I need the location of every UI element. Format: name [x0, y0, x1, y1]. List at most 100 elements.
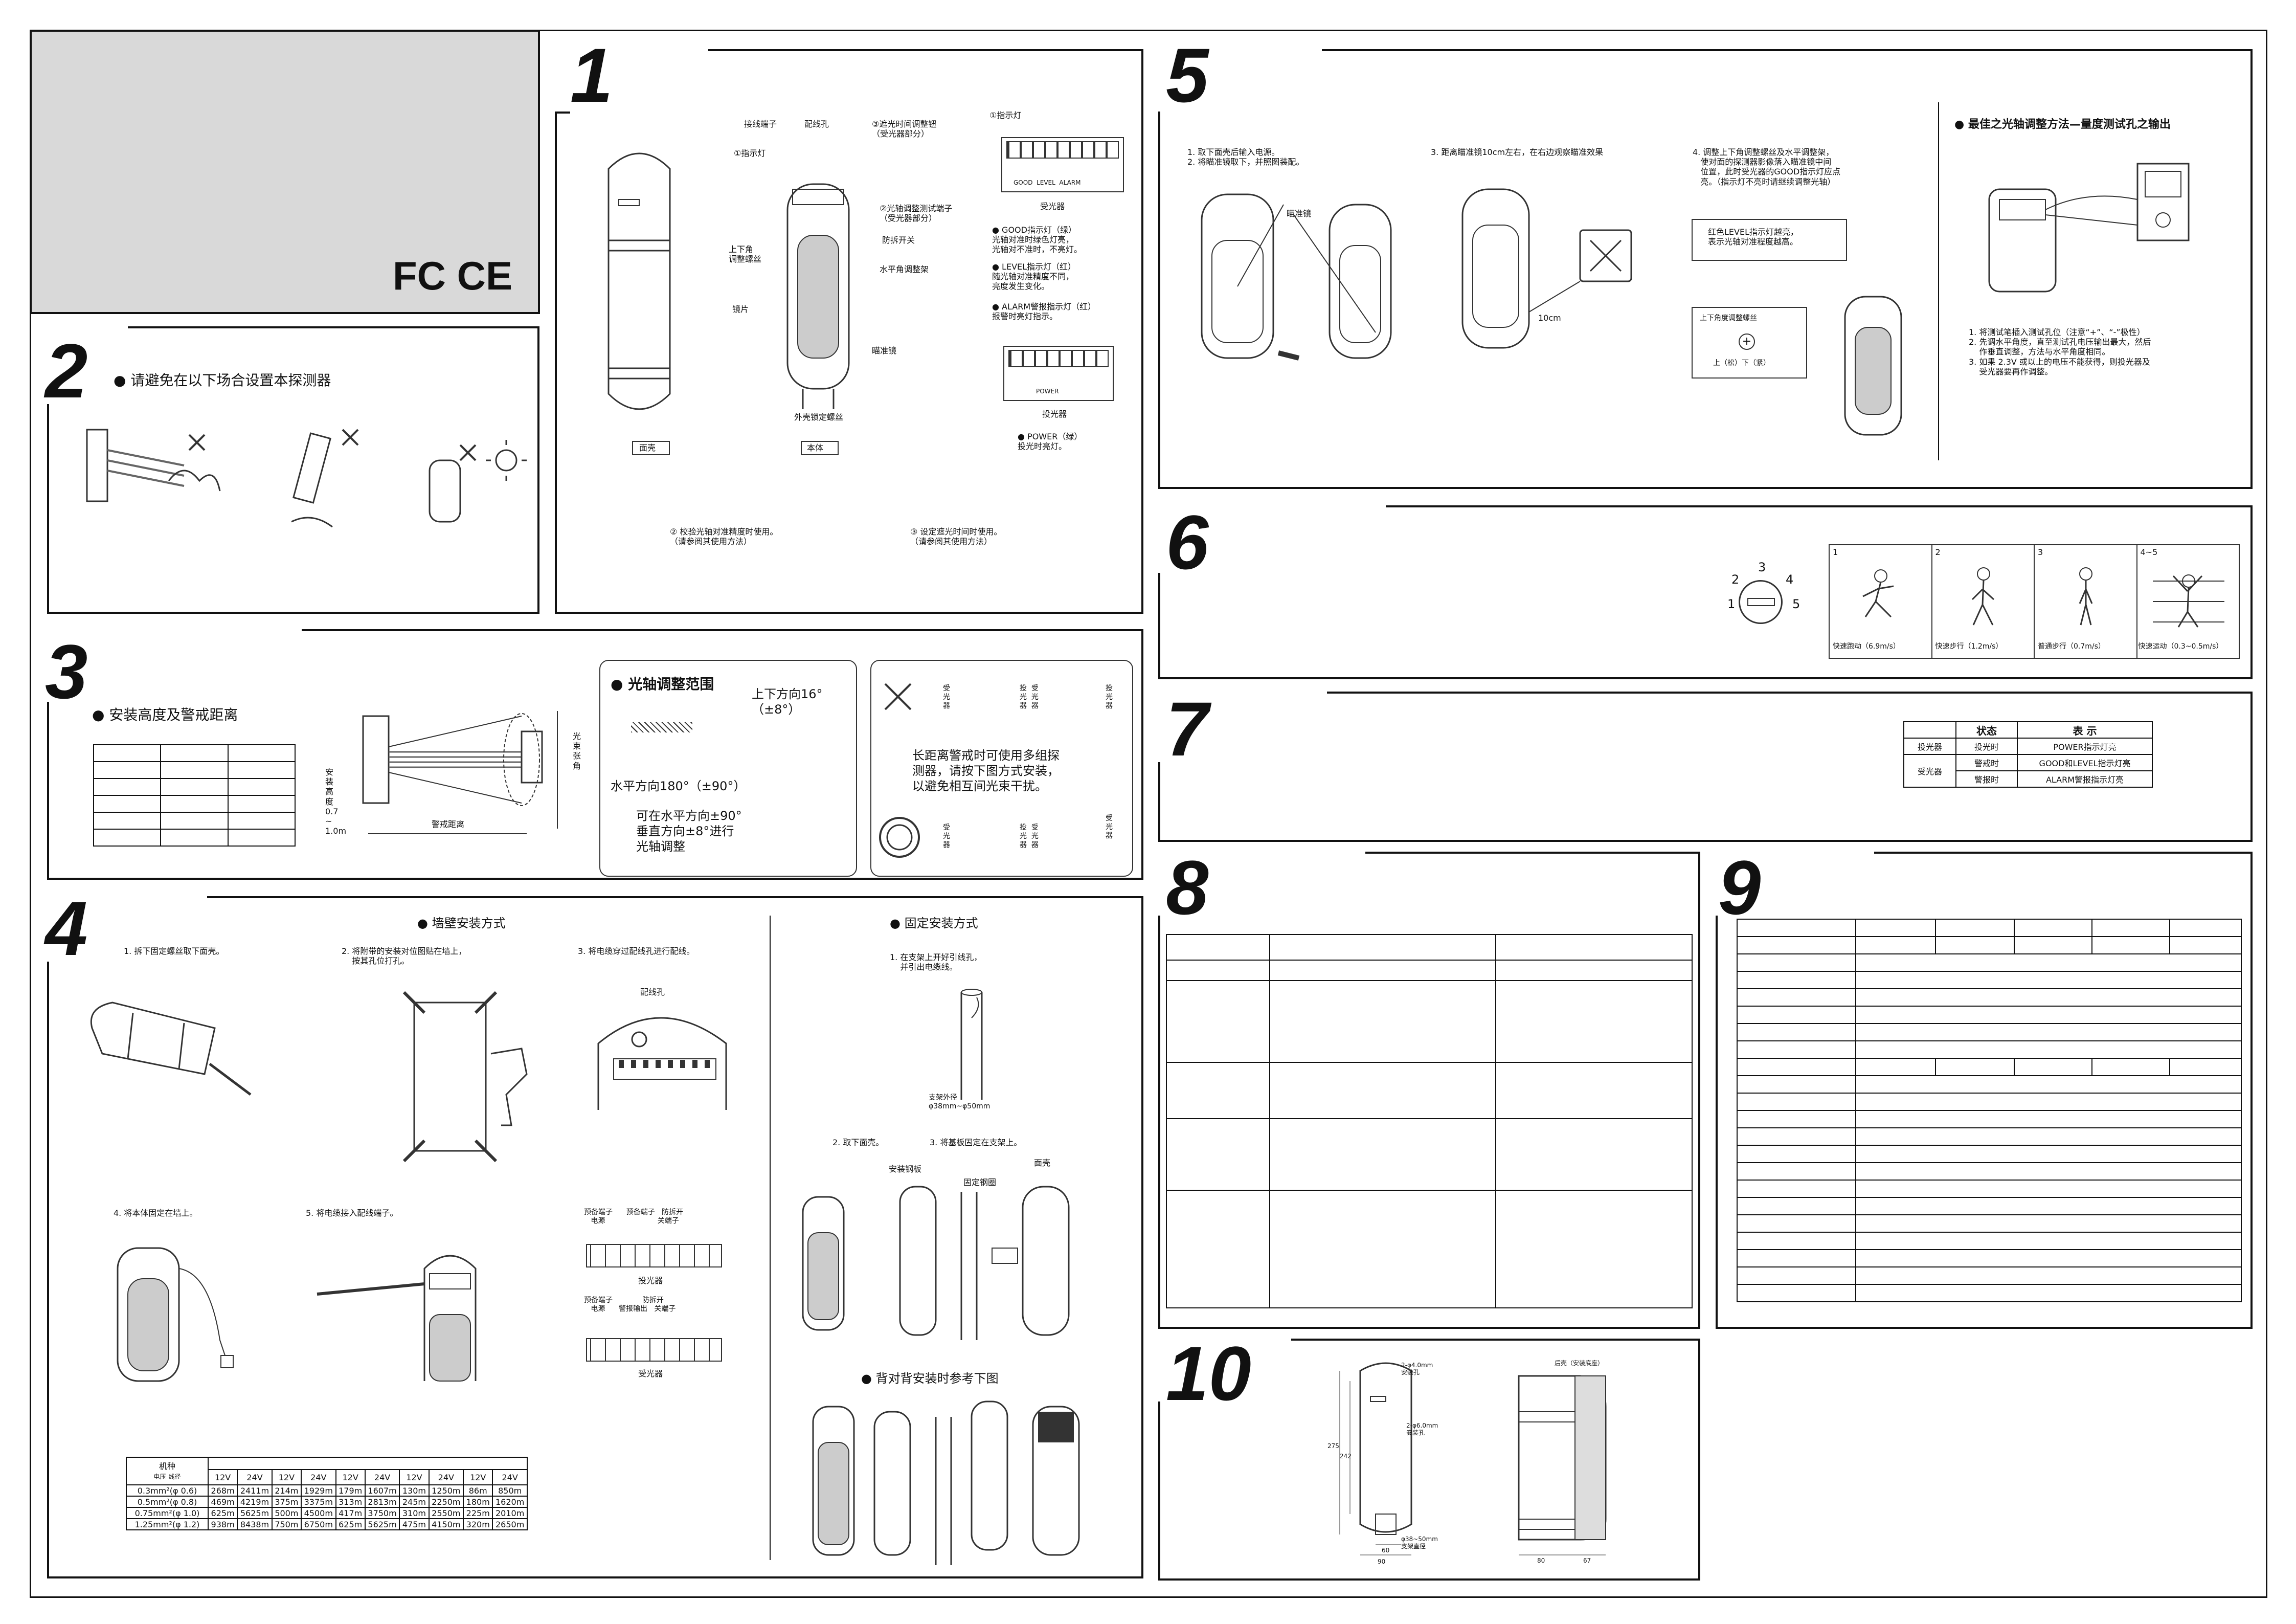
adjust-range-note: 可在水平方向±90° 垂直方向±8°进行 光轴调整	[636, 809, 742, 854]
label-body: 本体	[807, 443, 824, 453]
volt-1: 12V	[207, 1469, 238, 1485]
rx-terminal-labels: 预备端子 防拆开 电源 警报输出 关端子	[584, 1296, 676, 1313]
back-to-back-drawing	[812, 1400, 1080, 1565]
receiver-label-1: 受光器	[1040, 202, 1065, 211]
fix-ring-label: 固定钢圈	[963, 1177, 997, 1187]
remove-cover-drawing	[90, 1002, 252, 1096]
table-row: 受光器 警戒时 GOOD和LEVEL指示灯亮	[1903, 754, 2153, 788]
section-2-border-bottom	[47, 612, 539, 614]
speed-cell-number: 4~5	[2140, 547, 2158, 557]
table-cell: 500m	[271, 1507, 302, 1519]
rx-terminal-title: 受光器	[638, 1369, 663, 1378]
align-step-4: 4. 调整上下角调整螺丝及水平调整架， 使对面的探测器影像落入瞄准镜中间 位置，…	[1693, 147, 1841, 187]
table-cell: 130m	[399, 1484, 430, 1497]
section-6-border-right	[2250, 505, 2253, 679]
receiver-terminal-block: GOOD LEVEL ALARM	[1001, 137, 1124, 192]
table-cell: 1607m	[364, 1484, 400, 1497]
tx-label-1: 投 光 器	[1106, 684, 1113, 710]
rx-label-3: 受 光 器	[1106, 814, 1113, 840]
speed-cell-caption: 普通步行（0.7m/s）	[2038, 642, 2105, 651]
volt-6: 24V	[364, 1469, 400, 1485]
section-5-border-bottom	[1158, 487, 2253, 489]
wall-step-2: 2. 将附带的安装对位图贴在墙上， 按其孔位打孔。	[342, 946, 467, 966]
label-shade-knob: ③遮光时间调整钮 （受光器部分）	[872, 119, 937, 139]
label-cover-screw: 外壳锁定螺丝	[794, 412, 844, 422]
section-8-border-left	[1158, 916, 1160, 1329]
table-cell: 8438m	[237, 1518, 273, 1530]
running-person-icon	[1862, 569, 1894, 618]
dim-width-90: 90	[1378, 1558, 1386, 1565]
pole-drawing	[960, 989, 983, 1100]
table-cell: 2813m	[364, 1496, 400, 1508]
transmitter-terminal-block: POWER	[1003, 346, 1114, 401]
table-cell: 86m	[463, 1484, 493, 1497]
speed-cell-caption: 快速跑动（6.9m/s）	[1833, 642, 1900, 651]
table-cell: 2411m	[237, 1484, 273, 1497]
avoid-vegetation-drawing	[86, 429, 221, 502]
dim-height-275: 275	[1327, 1442, 1339, 1450]
legend-alarm: ALARM警报指示灯（红） 报警时亮灯指示。	[992, 302, 1096, 321]
section-7-border-left	[1158, 762, 1160, 842]
table-cell: 245m	[399, 1496, 430, 1508]
legend-good: GOOD指示灯（绿） 光轴对准时绿色灯亮， 光轴对不准时，不亮灯。	[992, 225, 1082, 255]
dial-mark-5: 5	[1792, 597, 1800, 611]
status-table: 状态 表 示 投光器 投光时 POWER指示灯亮 受光器 警戒时 GOOD和LE…	[1903, 721, 2153, 788]
indicator-title: ①指示灯	[989, 110, 1022, 120]
section-10-border-right	[1698, 1339, 1700, 1581]
note-shade-knob: ③ 设定遮光时间时使用。 （请参阅其使用方法）	[910, 527, 1002, 547]
terminal-row	[1006, 141, 1119, 159]
table-cell: 179m	[335, 1484, 366, 1497]
axis-range-panel: 光轴调整范围 上下方向16° （±8°） 水平方向180°（±90°） 可在水平…	[599, 660, 857, 877]
section-5-divider	[1938, 102, 1939, 460]
section-number-7: 7	[1166, 686, 1209, 772]
section-2-border-right	[537, 326, 539, 614]
pole-step-2: 2. 取下面壳。	[832, 1138, 884, 1147]
sensitivity-dial[interactable]	[1739, 580, 1783, 624]
volt-5: 12V	[335, 1469, 366, 1485]
avoid-sunlight-drawing	[429, 440, 527, 523]
dial-mark-4: 4	[1786, 572, 1794, 587]
table-cell: 1250m	[428, 1484, 464, 1497]
table-cell: 投光时	[1955, 738, 2018, 755]
label-test-port: ②光轴调整测试端子 （受光器部分）	[880, 204, 953, 224]
spec-table-9	[1737, 919, 2242, 1302]
dial-mark-1: 1	[1727, 597, 1736, 611]
table-cell: 310m	[399, 1507, 430, 1519]
section-1-border-bottom	[555, 612, 1143, 614]
table-cell: 625m	[335, 1518, 366, 1530]
section-6-border-bottom	[1158, 677, 2253, 679]
speed-cell-number: 1	[1833, 547, 1838, 557]
table-cell: 1.25mm²(φ 1.2)	[126, 1518, 209, 1530]
avoid-unstable-drawing	[291, 429, 359, 528]
section-9-border-left	[1716, 916, 1718, 1329]
beam-range-drawing	[362, 711, 558, 834]
tx-terminal-labels: 预备端子 预备端子 防拆开 电源 关端子	[584, 1208, 684, 1225]
section-number-6: 6	[1166, 499, 1209, 585]
table-cell: 750m	[271, 1518, 302, 1530]
section-1-rule	[708, 49, 1143, 51]
dial-pointer-icon	[1747, 598, 1775, 606]
label-sight: 瞄准镜	[872, 346, 897, 355]
level-note: 红色LEVEL指示灯越亮， 表示光轴对准程度越高。	[1708, 227, 1798, 247]
table-cell: 3750m	[364, 1507, 400, 1519]
section-4-border-right	[1141, 896, 1143, 1578]
table-cell: 0.75mm²(φ 1.0)	[126, 1507, 209, 1519]
multi-detector-panel: 投 受 光 光 器 器 投 光 器 受 光 器 长距离警戒时可使用多组探 测器，…	[870, 660, 1133, 877]
section-8-border-bottom	[1158, 1327, 1700, 1329]
legend-level: LEVEL指示灯（红） 随光轴对准精度不同， 亮度发生变化。	[992, 262, 1076, 292]
dimension-front-drawing	[1339, 1362, 1412, 1555]
table-cell: 2650m	[492, 1518, 528, 1530]
sight-label: 瞄准镜	[1287, 209, 1312, 218]
section-10-rule	[1291, 1339, 1700, 1341]
wall-mount-title: 墙壁安装方式	[417, 916, 506, 931]
rx-terminal-strip	[586, 1338, 722, 1362]
back-to-back-title: 背对背安装时参考下图	[861, 1371, 999, 1386]
section-2-rule	[128, 326, 539, 328]
table-cell: 320m	[463, 1518, 493, 1530]
section-6-rule	[1386, 505, 2253, 507]
screw-note-box: 上下角度调整螺丝 + 上（松）下（紧）	[1692, 307, 1807, 379]
correct-circle-icon	[879, 817, 920, 858]
label-ud-screw: 上下角 调整螺丝	[729, 244, 762, 264]
